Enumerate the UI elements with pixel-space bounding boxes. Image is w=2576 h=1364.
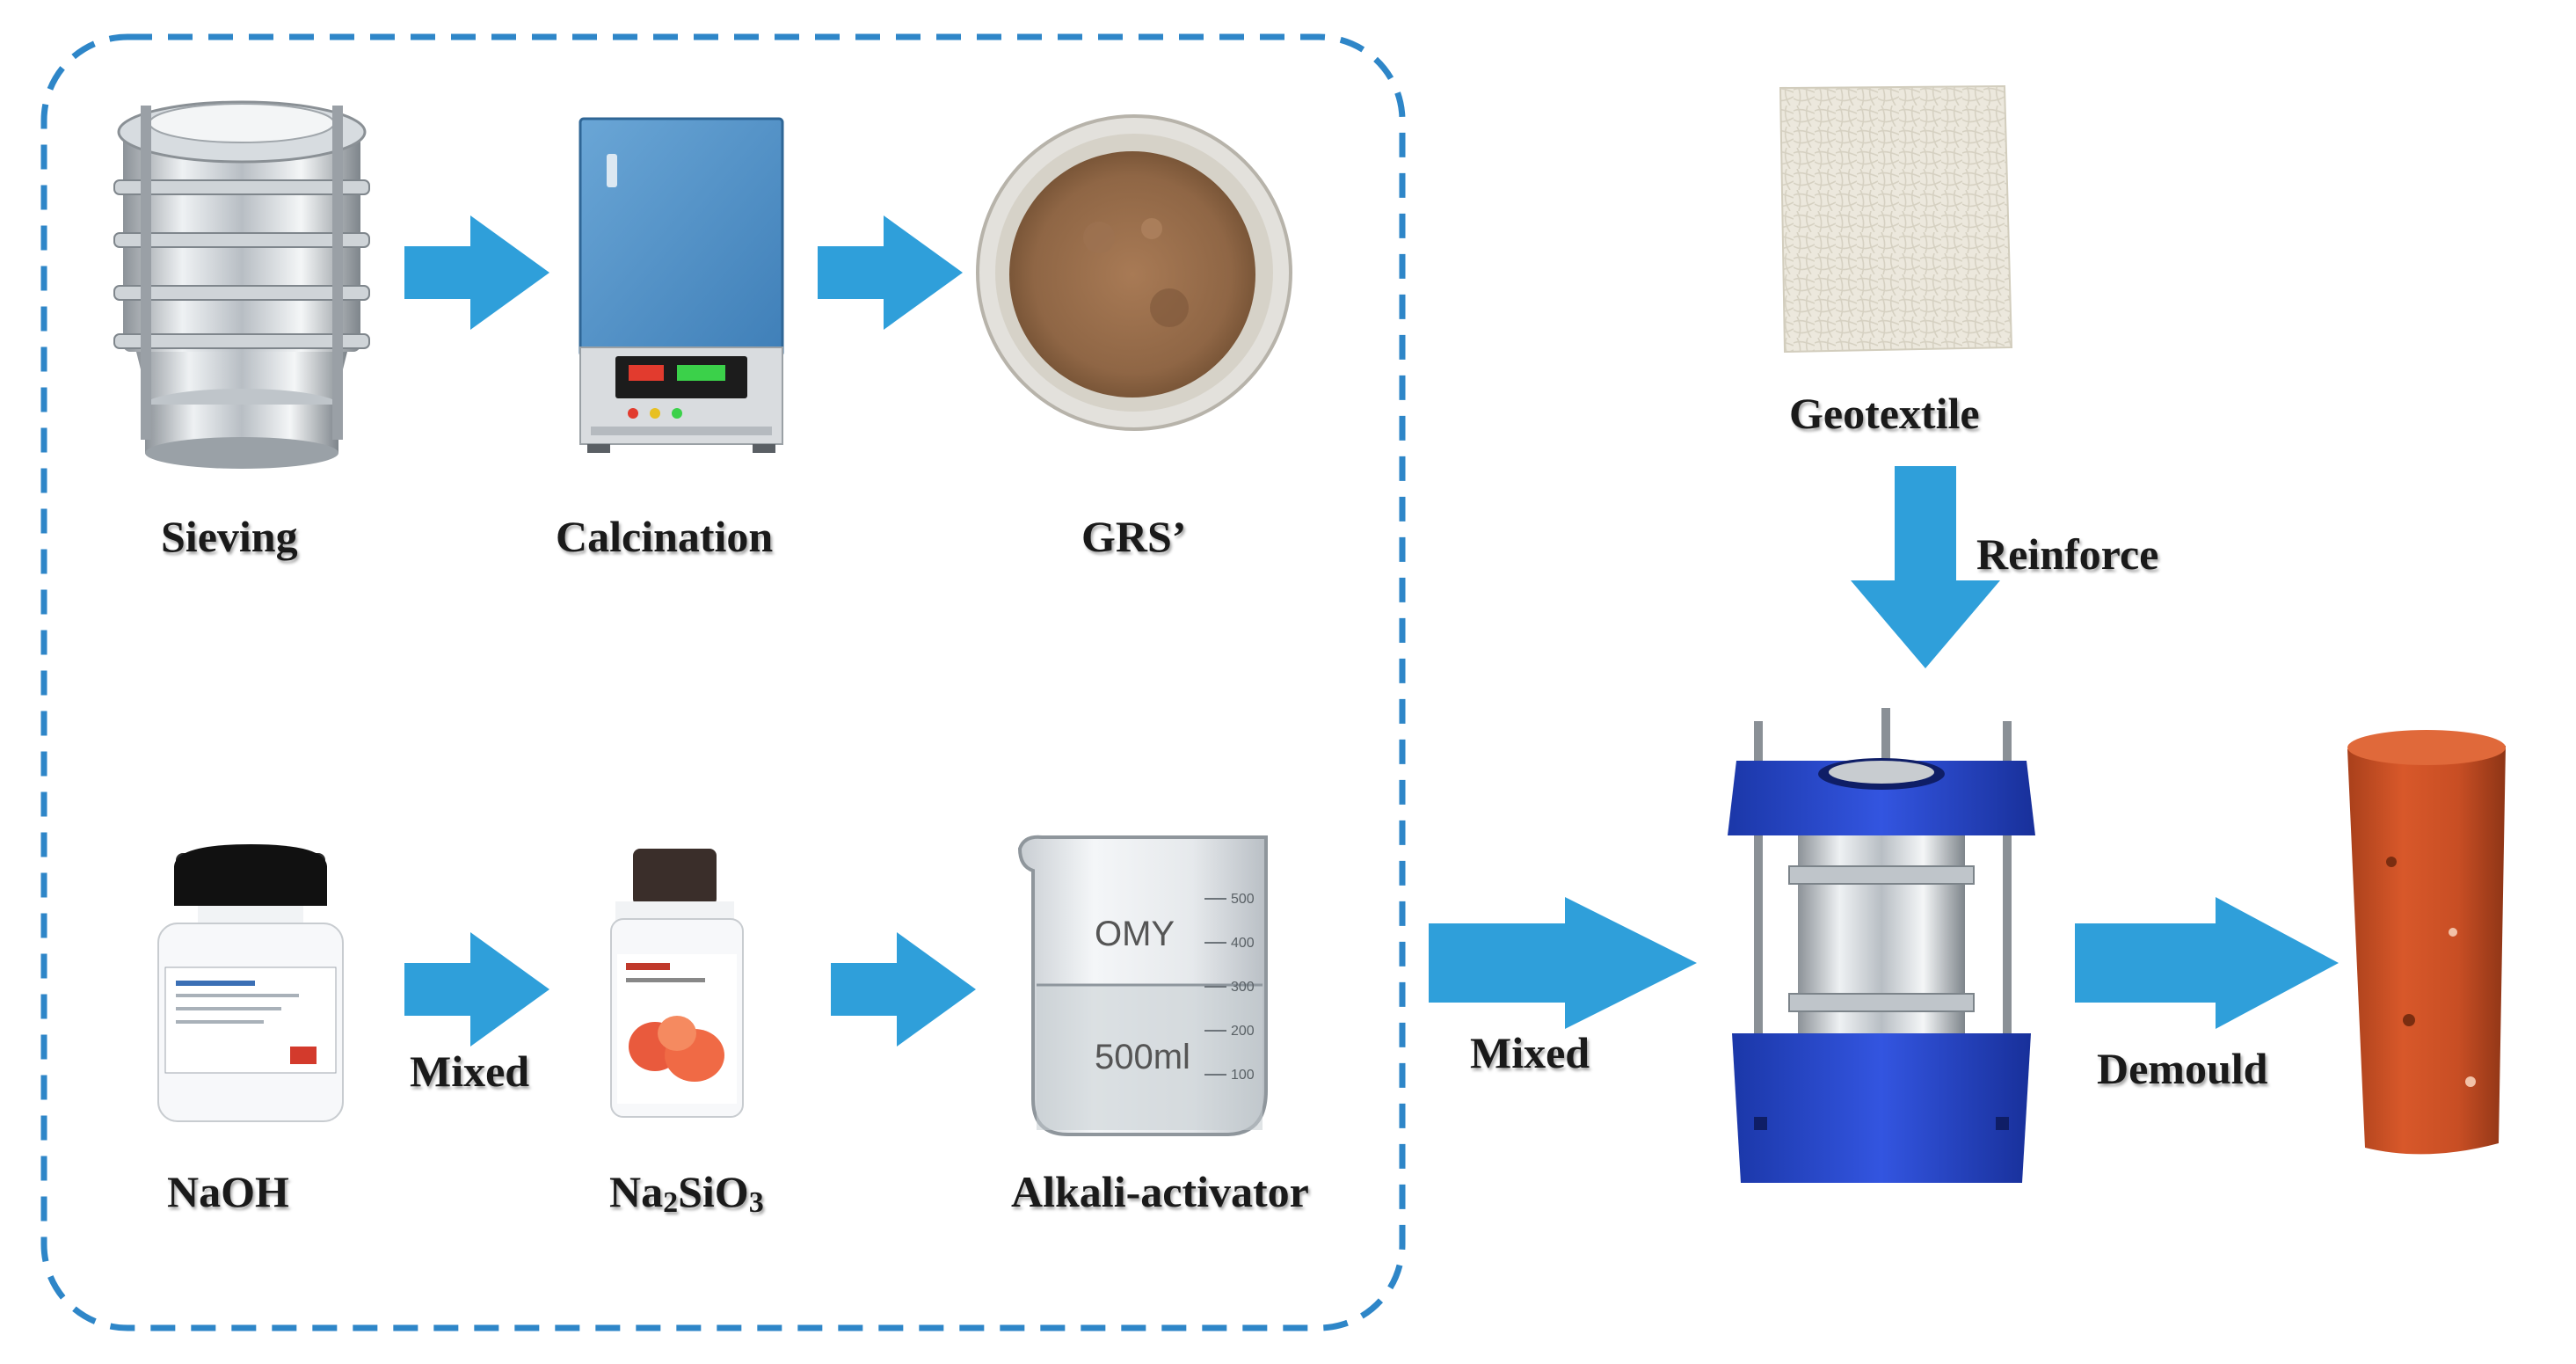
beaker-graduations xyxy=(1204,898,1226,1076)
arrow-demould xyxy=(2075,897,2339,1029)
arrow-na2sio3-to-activator xyxy=(831,932,976,1047)
beaker-tick-500: 500 xyxy=(1231,892,1255,907)
beaker-tick-100: 100 xyxy=(1231,1068,1255,1083)
label-sieving: Sieving xyxy=(161,512,298,561)
beaker-tick-400: 400 xyxy=(1231,936,1255,951)
arrow-reinforce xyxy=(1851,466,2000,668)
arrow-calcination-to-grs xyxy=(818,215,963,330)
reagent-bottle-naoh-icon xyxy=(157,844,344,1122)
geotextile-swatch-icon xyxy=(1779,84,2013,354)
beaker-volume: 500ml xyxy=(1095,1038,1190,1076)
sieve-shaker-icon xyxy=(113,100,370,469)
label-calcination: Calcination xyxy=(556,512,774,561)
label-demould: Demould xyxy=(2097,1044,2268,1093)
powder-bowl-icon xyxy=(976,114,1292,431)
label-naoh: NaOH xyxy=(167,1167,289,1216)
label-na2sio3: Na2SiO3 xyxy=(609,1167,764,1219)
arrow-naoh-to-na2sio3 xyxy=(404,932,549,1047)
label-grs: GRS’ xyxy=(1081,512,1187,561)
beaker-tick-200: 200 xyxy=(1231,1024,1255,1039)
dashed-group-border xyxy=(40,33,1406,1331)
arrow-mixed-to-mould xyxy=(1429,897,1697,1029)
beaker-icon: OMY 500ml 500 400 300 200 100 xyxy=(1017,835,1268,1136)
reagent-bottle-na2sio3-icon xyxy=(610,849,744,1118)
beaker-brand: OMY xyxy=(1095,915,1175,953)
label-mixed-center: Mixed xyxy=(1470,1028,1590,1077)
specimen-cylinder-icon xyxy=(2347,730,2506,1155)
label-geotextile: Geotextile xyxy=(1789,389,1980,438)
muffle-furnace-icon xyxy=(579,117,784,453)
arrow-sieving-to-calcination xyxy=(404,215,549,330)
arrows xyxy=(404,215,2339,1047)
label-mixed-left: Mixed xyxy=(410,1047,530,1096)
label-alkali-activator: Alkali-activator xyxy=(1011,1167,1309,1216)
label-reinforce: Reinforce xyxy=(1976,529,2159,579)
beaker-tick-300: 300 xyxy=(1231,980,1255,995)
compaction-mould-icon xyxy=(1728,708,2035,1183)
